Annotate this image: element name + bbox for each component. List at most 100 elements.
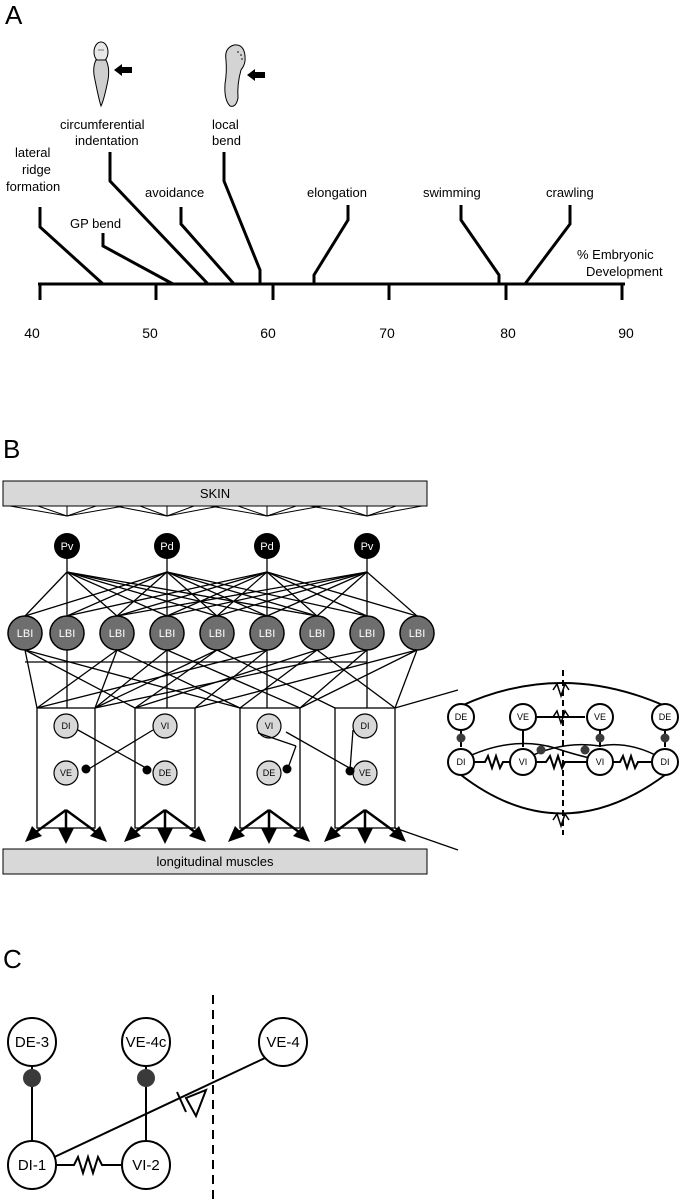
sensory-label: Pd xyxy=(160,541,173,553)
box-neuron-label: VE xyxy=(60,768,72,778)
lbi-label: LBI xyxy=(309,628,326,640)
inset-gap-junction xyxy=(536,752,586,772)
event-circumferential-line2: indentation xyxy=(75,133,139,148)
inset-gap-junction xyxy=(552,709,570,726)
rectifying-junction-icon xyxy=(184,1088,208,1119)
lbi-neuron: LBI xyxy=(149,615,185,651)
event-lateral-ridge-line3: formation xyxy=(6,179,60,194)
inset-gap-junction xyxy=(552,682,570,699)
lbi-label: LBI xyxy=(109,628,126,640)
sensory-neuron-pd: Pd xyxy=(254,533,280,559)
sensory-neuron-pv: Pv xyxy=(54,533,80,559)
node-label: VI-2 xyxy=(132,1157,160,1174)
timeline-axis xyxy=(38,282,625,300)
box-neuron-label: DI xyxy=(62,721,71,731)
event-avoidance: avoidance xyxy=(145,185,204,200)
tick-label: 50 xyxy=(142,325,158,341)
event-circumferential-line1: circumferential xyxy=(60,117,145,132)
inset-neuron-label: VE xyxy=(594,712,606,722)
inset-neuron-label: VI xyxy=(596,757,605,767)
inset-neuron-label: DI xyxy=(457,757,466,767)
node-label: DI-1 xyxy=(18,1157,46,1174)
node-label: VE-4 xyxy=(266,1034,299,1051)
gap-junction xyxy=(57,1153,121,1177)
lbi-neuron: LBI xyxy=(49,615,85,651)
box-neuron-label: VI xyxy=(161,721,170,731)
panel-a-label: A xyxy=(5,0,23,30)
box-neuron-label: DI xyxy=(361,721,370,731)
leader-local-bend xyxy=(222,152,262,284)
leader-gp-bend xyxy=(101,233,174,286)
leader-crawling xyxy=(523,205,572,285)
axis-label-line1: % Embryonic xyxy=(577,247,654,262)
lbi-neuron: LBI xyxy=(399,615,435,651)
tick-label: 90 xyxy=(618,325,634,341)
box-neuron-label: VE xyxy=(359,768,371,778)
lbi-label: LBI xyxy=(59,628,76,640)
event-crawling: crawling xyxy=(546,185,594,200)
inset-gap-junction xyxy=(552,812,570,829)
lbi-neuron: LBI xyxy=(349,615,385,651)
inhibitory-crossings xyxy=(77,729,354,771)
arrow-icon xyxy=(247,69,265,81)
skin-bar xyxy=(2,480,428,507)
panel-c-circuit: DE-3 VE-4c VE-4 DI-1 VI-2 xyxy=(7,995,308,1200)
tick-label: 80 xyxy=(500,325,516,341)
arrowheads xyxy=(25,826,406,844)
lbi-label: LBI xyxy=(259,628,276,640)
embryo-circumferential-icon xyxy=(93,41,110,108)
leader-elongation xyxy=(312,205,350,284)
embryo-local-bend-icon xyxy=(224,44,246,107)
event-lateral-ridge-line1: lateral xyxy=(15,145,51,160)
inset-neuron-label: DE xyxy=(659,712,672,722)
sensory-lbi-connections xyxy=(24,556,418,620)
leader-lateral-ridge xyxy=(38,207,105,286)
axis-label-line2: Development xyxy=(586,264,663,279)
motor-box-4: DI VE xyxy=(334,707,396,829)
box-neuron-label: DE xyxy=(159,768,172,778)
leader-avoidance xyxy=(179,207,236,285)
lbi-label: LBI xyxy=(17,628,34,640)
box-neuron-label: VI xyxy=(265,721,274,731)
event-elongation: elongation xyxy=(307,185,367,200)
sensory-neuron-pv: Pv xyxy=(354,533,380,559)
inset-neuron-label: DE xyxy=(455,712,468,722)
inset-neuron-label: VE xyxy=(517,712,529,722)
skin-label: SKIN xyxy=(200,486,230,501)
inset-neuron-label: VI xyxy=(519,757,528,767)
node-label: DE-3 xyxy=(15,1034,49,1051)
sensory-label: Pv xyxy=(361,541,374,553)
event-swimming: swimming xyxy=(423,185,481,200)
tick-label: 40 xyxy=(24,325,40,341)
lbi-label: LBI xyxy=(159,628,176,640)
sensory-label: Pd xyxy=(260,541,273,553)
inset-gap-junction xyxy=(473,752,510,772)
lbi-label: LBI xyxy=(409,628,426,640)
tick-label: 60 xyxy=(260,325,276,341)
panel-b-label: B xyxy=(3,434,20,464)
inset-leader-bottom xyxy=(394,827,459,851)
lbi-neuron: LBI xyxy=(249,615,285,651)
synapse-dot xyxy=(23,1069,41,1087)
lbi-neuron: LBI xyxy=(299,615,335,651)
event-local-bend-line2: bend xyxy=(212,133,241,148)
motor-output-arrows xyxy=(35,808,396,834)
inset-neuron-label: DI xyxy=(661,757,670,767)
event-leader-lines xyxy=(38,152,572,286)
inset-gap-junction xyxy=(612,752,652,772)
event-gp-bend: GP bend xyxy=(70,216,121,231)
lbi-neuron: LBI xyxy=(99,615,135,651)
leader-circumferential xyxy=(108,152,210,286)
muscles-bar xyxy=(2,848,428,875)
lbi-label: LBI xyxy=(209,628,226,640)
box-neuron-label: DE xyxy=(263,768,276,778)
leader-swimming xyxy=(459,205,501,284)
lbi-neuron: LBI xyxy=(7,615,43,651)
tick-label: 70 xyxy=(379,325,395,341)
arrow-icon xyxy=(114,64,132,76)
skin-fan-lines xyxy=(9,505,423,517)
synapse-dots xyxy=(81,764,355,776)
event-lateral-ridge-line2: ridge xyxy=(22,162,51,177)
inset-leader-top xyxy=(394,689,459,709)
node-label: VE-4c xyxy=(126,1034,167,1051)
